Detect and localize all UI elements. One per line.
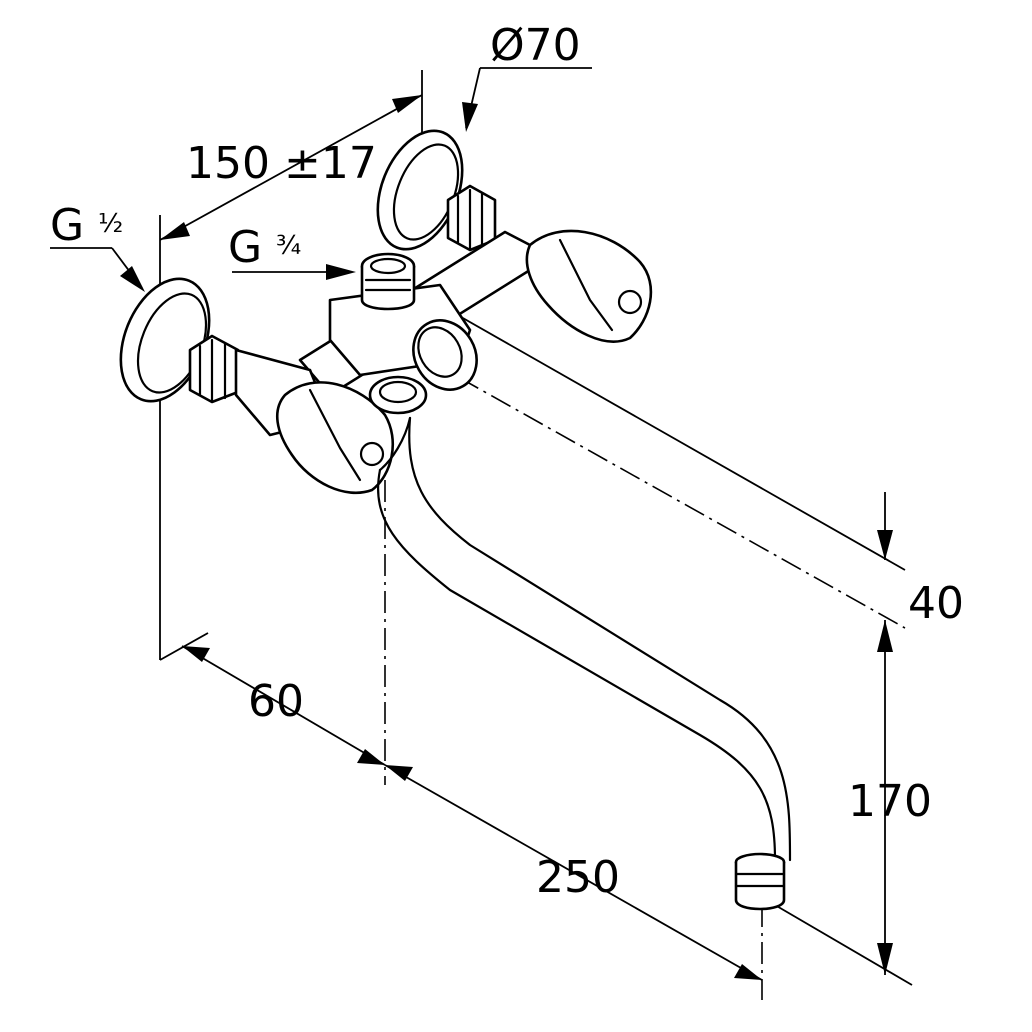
spout xyxy=(377,416,792,911)
label-wall-to-axis: 60 xyxy=(248,676,304,727)
label-height: 170 xyxy=(848,776,932,827)
label-g-half-g: G xyxy=(50,200,84,251)
arrow-250-left xyxy=(385,765,413,781)
handle-right-hole xyxy=(617,289,643,315)
nut-right xyxy=(446,184,497,252)
arrow-170-top xyxy=(877,620,893,652)
label-diameter: Ø70 xyxy=(490,20,581,71)
construction-lines xyxy=(159,70,913,1000)
arrow-60-right xyxy=(357,749,385,765)
faucet-body xyxy=(119,129,653,495)
label-depth: 40 xyxy=(908,578,964,629)
arrow-dia xyxy=(462,102,478,132)
label-g-34-g: G xyxy=(228,222,262,273)
outlet-collar xyxy=(412,319,478,391)
arrow-170-bottom xyxy=(877,943,893,975)
nut-left xyxy=(188,334,240,404)
dimension-arrows xyxy=(50,67,893,980)
handle-left-hole xyxy=(359,441,385,467)
arrow-40-top xyxy=(877,530,893,560)
arrow-150-left xyxy=(160,222,190,240)
arrow-250-right xyxy=(734,964,762,980)
label-g-34-frac: ¾ xyxy=(276,231,301,261)
arrow-150-right xyxy=(392,95,422,113)
label-reach: 250 xyxy=(536,852,620,903)
arrow-g-half xyxy=(120,266,145,292)
arrow-60-left xyxy=(182,646,210,662)
label-g-half-frac: ½ xyxy=(98,209,123,239)
label-centers: 150 ±17 xyxy=(186,138,377,189)
arrow-g-34 xyxy=(326,264,356,280)
handle-right xyxy=(525,229,653,343)
